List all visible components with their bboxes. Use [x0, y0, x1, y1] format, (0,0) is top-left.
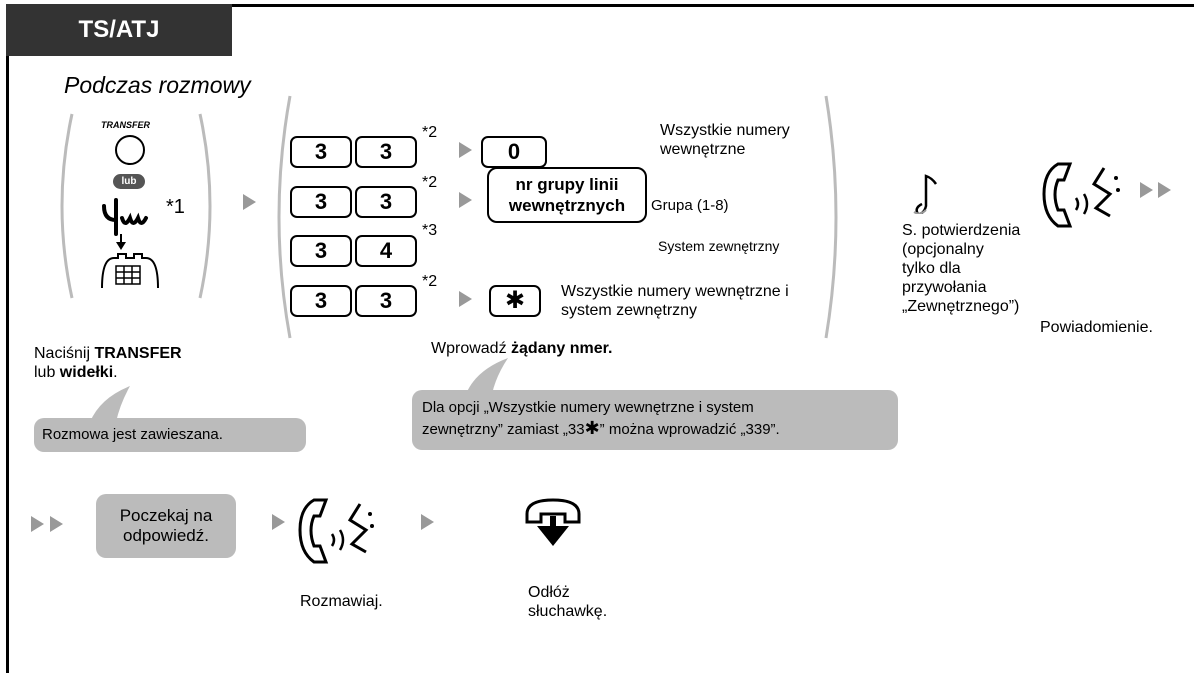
footnote-2: *2 [422, 174, 438, 191]
step2-caption-bold: żądany nmer. [511, 340, 613, 357]
step1-caption-mid: lub [34, 364, 60, 381]
option1-desc: Wszystkie numery wewnętrzne [660, 122, 790, 158]
option3-desc: System zewnętrzny [658, 238, 780, 254]
flow-arrow-option1 [459, 142, 472, 158]
dial-tip-line2-suffix: ” można wprowadzić „339”. [599, 421, 780, 438]
dial-tip-line2-prefix: zewnętrzny” zamiast „33 [422, 421, 585, 438]
flow-arrow-1 [243, 194, 256, 210]
hangup-line2: słuchawkę. [528, 603, 608, 620]
bubble-tail-2 [466, 358, 508, 394]
hangup-line1: Odłóż [528, 584, 570, 601]
flow-arrow-3 [421, 514, 434, 530]
talk-caption: Rozmawiaj. [300, 593, 383, 610]
section-tab: TS/ATJ [6, 4, 232, 56]
tone-line: S. potwierdzenia [902, 222, 1021, 239]
tone-caption: S. potwierdzenia (opcjonalny tylko dla p… [902, 221, 1020, 316]
flow-arrow-continue [1158, 182, 1171, 198]
step1-parentheses [60, 113, 212, 299]
wait-line2: odpowiedź. [122, 526, 209, 545]
key-3: 3 [290, 136, 352, 168]
lub-badge: lub [113, 174, 145, 189]
hang-up-icon [525, 498, 581, 546]
talk-handset-icon [1042, 162, 1120, 228]
key-3: 3 [355, 285, 417, 317]
footnote-1: *1 [166, 196, 185, 219]
step1-caption-hook: widełki [59, 364, 114, 381]
wait-line1: Poczekaj na [119, 506, 213, 525]
flow-arrow-option4 [459, 291, 472, 307]
footnote-2: *2 [422, 124, 438, 141]
wait-answer-bubble: Poczekaj na odpowiedź. [96, 494, 236, 558]
hangup-caption: Odłóż słuchawkę. [528, 583, 607, 621]
tone-line: tylko dla [902, 260, 961, 277]
key-3: 3 [355, 136, 417, 168]
confirmation-tone-icon [913, 174, 938, 214]
star-key: ✱ [489, 285, 541, 317]
step1-caption: Naciśnij TRANSFER lub widełki. [34, 344, 182, 382]
hookswitch-icon [101, 198, 159, 289]
flow-arrow-2 [272, 514, 285, 530]
option2-desc: Grupa (1-8) [651, 197, 729, 214]
frame-left-border [6, 4, 9, 673]
step2-caption: Wprowadź żądany nmer. [431, 340, 612, 358]
tone-line: przywołania [902, 279, 987, 296]
key-0: 0 [481, 136, 547, 168]
option4-desc: Wszystkie numery wewnętrzne i system zew… [561, 283, 789, 319]
bubble-tail-1 [90, 386, 130, 422]
flow-arrow-option2 [459, 192, 472, 208]
tone-line: (opcjonalny [902, 241, 984, 258]
frame-top-border [6, 4, 1194, 7]
section-subtitle: Podczas rozmowy [64, 72, 251, 98]
step1-caption-prefix: Naciśnij [34, 345, 95, 362]
key-3: 3 [290, 285, 352, 317]
tone-line: „Zewnętrznego”) [902, 298, 1020, 315]
talk-handset-icon [298, 498, 374, 564]
star-icon: ✱ [584, 418, 600, 438]
step2-parentheses [277, 95, 838, 339]
dial-tip-bubble: Dla opcji „Wszystkie numery wewnętrzne i… [412, 390, 898, 450]
hold-note-bubble: Rozmowa jest zawieszana. [34, 418, 306, 452]
flow-arrow-continue [1140, 182, 1153, 198]
step1-caption-transfer: TRANSFER [94, 345, 182, 362]
key-3: 3 [290, 235, 352, 267]
footnote-1-text: *1 [166, 196, 185, 218]
flow-arrow-continue [50, 516, 63, 532]
footnote-2: *2 [422, 273, 438, 290]
transfer-key-label: TRANSFER [101, 120, 150, 130]
dial-tip-line2: zewnętrzny” zamiast „33✱” można wprowadz… [422, 418, 888, 440]
key-4: 4 [355, 235, 417, 267]
step2-caption-prefix: Wprowadź [431, 340, 512, 357]
flow-arrow-continue [31, 516, 44, 532]
transfer-button-icon [115, 135, 145, 165]
footnote-3: *3 [422, 222, 438, 239]
key-3: 3 [355, 186, 417, 218]
dial-tip-line1: Dla opcji „Wszystkie numery wewnętrzne i… [422, 399, 754, 416]
notify-caption: Powiadomienie. [1040, 319, 1153, 336]
step1-caption-suffix: . [113, 364, 118, 381]
key-3: 3 [290, 186, 352, 218]
